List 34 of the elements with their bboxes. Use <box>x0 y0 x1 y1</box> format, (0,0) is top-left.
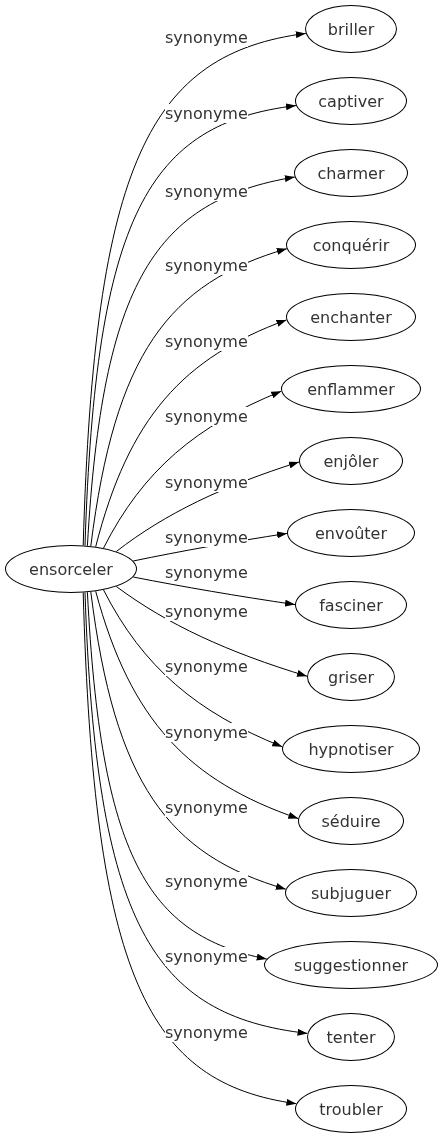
node-label: tenter <box>326 1027 376 1047</box>
node-label: envoûter <box>314 523 388 543</box>
arrow <box>90 248 288 547</box>
node-label: enjôler <box>323 451 379 471</box>
arrow <box>103 589 283 748</box>
arrow <box>84 103 297 546</box>
node-label: subjuguer <box>311 883 391 903</box>
edge-label: synonyme <box>165 798 248 817</box>
node-label: ensorceler <box>29 559 113 579</box>
node-label: conquérir <box>312 235 390 255</box>
node-label: hypnotiser <box>308 739 394 759</box>
edge-label: synonyme <box>165 723 248 742</box>
edge-label: synonyme <box>165 407 248 426</box>
node-label: enchanter <box>310 307 392 327</box>
edge-label: synonyme <box>165 947 248 966</box>
node-label: charmer <box>317 163 385 183</box>
arrow <box>90 591 287 890</box>
arrow <box>86 175 296 547</box>
edge-label: synonyme <box>165 332 248 351</box>
arrow <box>115 586 308 677</box>
edge-label: synonyme <box>165 872 248 891</box>
node-label: fasciner <box>319 595 383 615</box>
node-label: suggestionner <box>293 955 409 975</box>
node-label: briller <box>327 19 375 39</box>
arrow <box>132 576 296 607</box>
node-label: captiver <box>318 91 384 111</box>
node-label: troubler <box>319 1099 383 1119</box>
node-label: séduire <box>321 811 381 831</box>
arrow <box>84 592 308 1036</box>
node-label: enflammer <box>307 379 395 399</box>
arrow <box>82 592 297 1106</box>
arrow <box>82 31 307 546</box>
node-label: griser <box>328 667 374 687</box>
edge-label: synonyme <box>165 104 248 123</box>
